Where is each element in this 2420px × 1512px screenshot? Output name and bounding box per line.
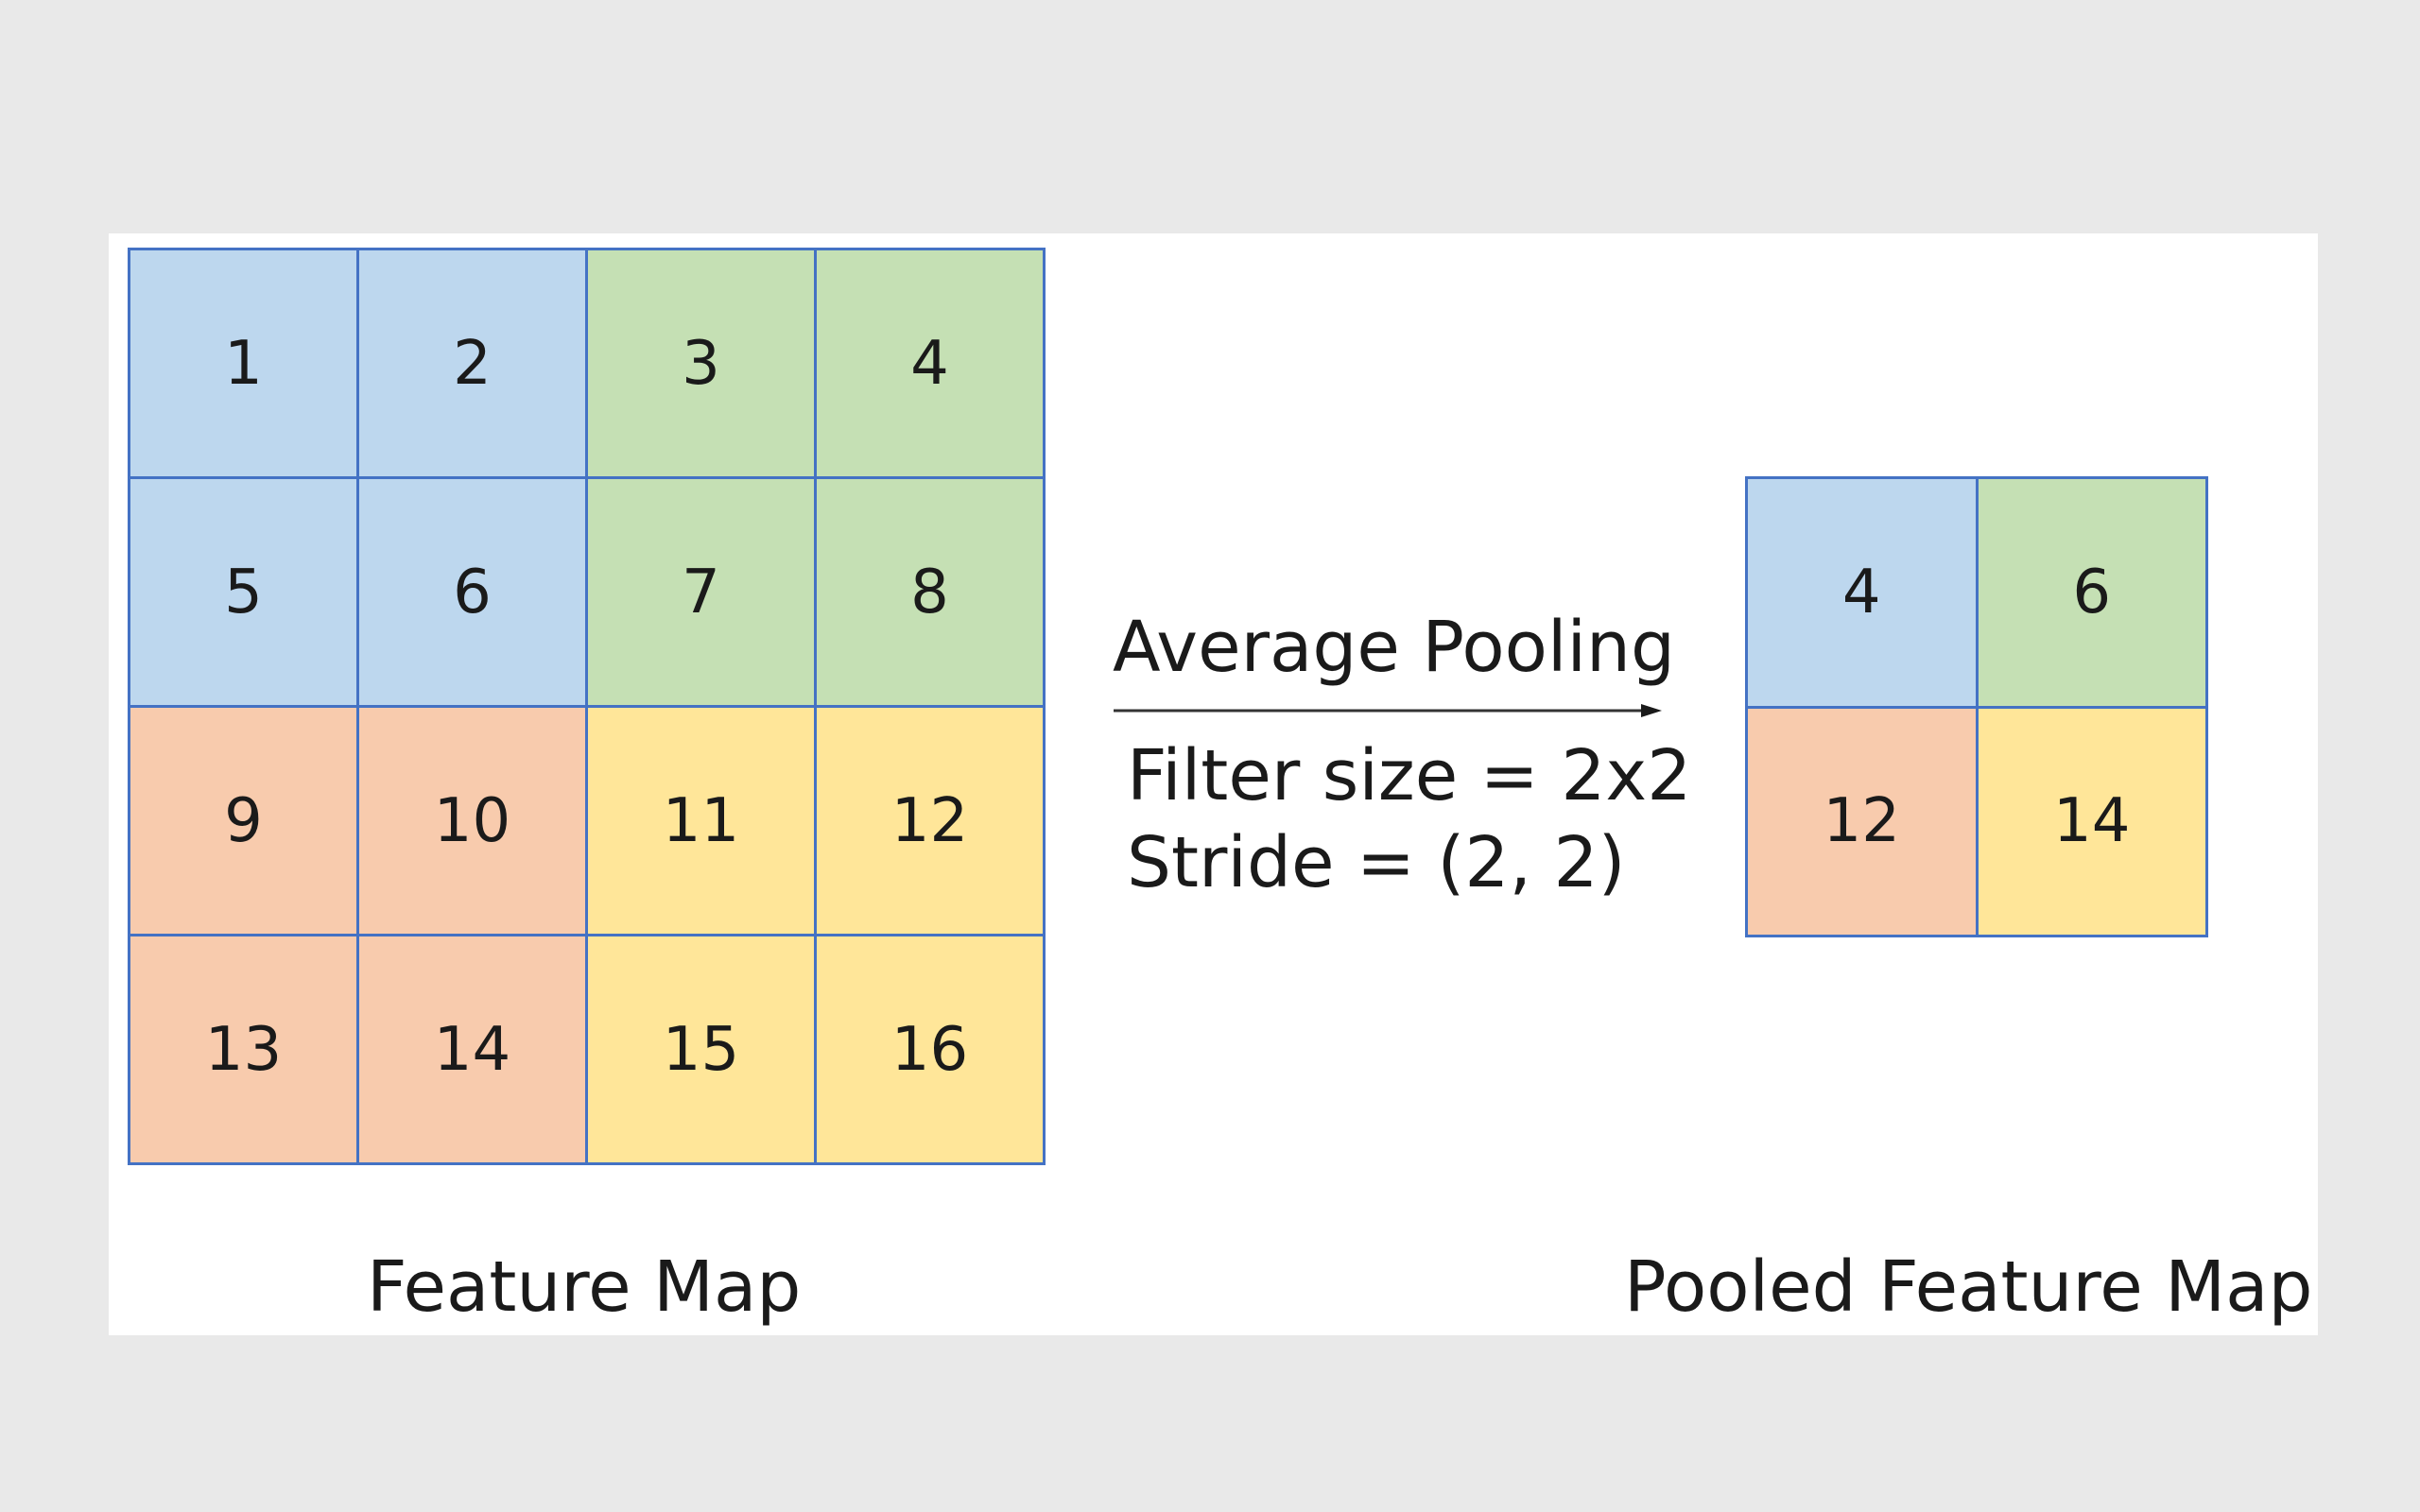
pooled-map-cell: 14 — [1978, 708, 2208, 937]
feature-map-cell: 6 — [359, 479, 588, 708]
feature-map-cell: 14 — [359, 936, 588, 1165]
feature-map-cell: 3 — [588, 250, 817, 479]
feature-map-cell: 2 — [359, 250, 588, 479]
operation-title: Average Pooling — [1113, 607, 1675, 688]
pooled-map-cell: 4 — [1748, 479, 1979, 709]
filter-size-text: Filter size = 2x2 — [1127, 735, 1692, 816]
pooled-map-cell: 6 — [1978, 479, 2208, 709]
feature-map-cell: 7 — [588, 479, 817, 708]
feature-map-cell: 15 — [588, 936, 817, 1165]
feature-map-cell: 13 — [130, 936, 359, 1165]
feature-map-cell: 8 — [817, 479, 1046, 708]
feature-map-label: Feature Map — [367, 1246, 802, 1328]
feature-map-cell: 5 — [130, 479, 359, 708]
feature-map-cell: 10 — [359, 708, 588, 936]
feature-map-cell: 12 — [817, 708, 1046, 936]
right-arrow-icon — [1114, 704, 1662, 717]
feature-map-cell: 16 — [817, 936, 1046, 1165]
pooled-feature-map-label: Pooled Feature Map — [1624, 1246, 2313, 1328]
feature-map-cell: 11 — [588, 708, 817, 936]
feature-map-cell: 9 — [130, 708, 359, 936]
feature-map-cell: 1 — [130, 250, 359, 479]
pooled-map-cell: 12 — [1748, 708, 1979, 937]
feature-map-cell: 4 — [817, 250, 1046, 479]
stride-text: Stride = (2, 2) — [1127, 822, 1626, 903]
